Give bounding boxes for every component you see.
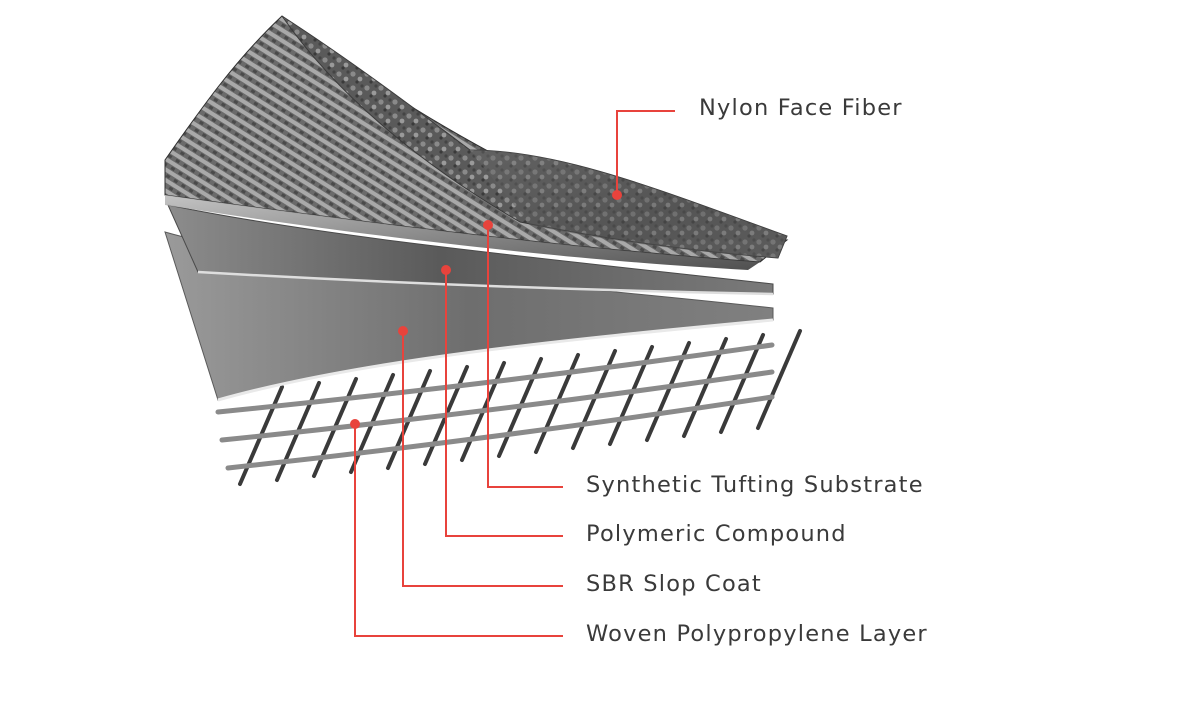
label-polymeric-compound: Polymeric Compound [586, 521, 847, 547]
leader-line-nylon [616, 110, 675, 195]
leader-line-sbr [402, 331, 563, 587]
label-sbr-slop-coat: SBR Slop Coat [586, 571, 762, 597]
leader-line-tufting [487, 225, 563, 488]
leader-line-poly [445, 270, 563, 537]
mesh-strand [682, 337, 728, 438]
mesh-strand [225, 394, 775, 471]
woven-mesh [215, 329, 802, 486]
mesh-strand [756, 329, 802, 430]
leader-line-woven [354, 424, 563, 637]
mesh-strand [219, 369, 775, 443]
dot-poly [441, 265, 451, 275]
dot-woven [350, 419, 360, 429]
label-synthetic-tufting-substrate: Synthetic Tufting Substrate [586, 472, 924, 498]
dot-tufting [483, 220, 493, 230]
dot-sbr [398, 326, 408, 336]
leader-lines [354, 110, 675, 637]
dot-nylon [612, 190, 622, 200]
mesh-strand [215, 342, 775, 415]
leader-dots [350, 190, 622, 429]
mesh-strand [719, 333, 765, 434]
label-woven-polypropylene-layer: Woven Polypropylene Layer [586, 621, 928, 647]
label-nylon-face-fiber: Nylon Face Fiber [699, 95, 903, 121]
